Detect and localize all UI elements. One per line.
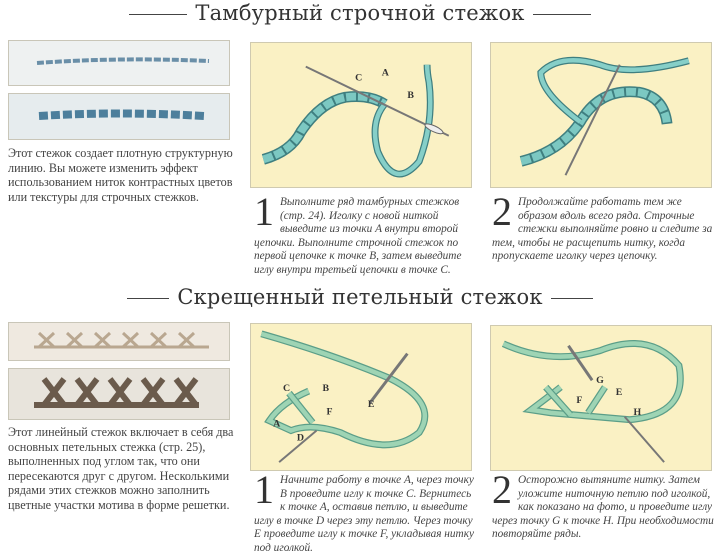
section-description: Этот линейный стежок включает в себя два… [8, 425, 234, 512]
title-rule [127, 298, 170, 299]
point-label: E [616, 387, 623, 398]
title-text: Тамбурный строчной стежок [195, 1, 525, 25]
stitch-sample-photo-light [8, 322, 230, 361]
step-text: Осторожно вытяните нитку. Затем уложите … [492, 474, 714, 541]
point-label: F [326, 407, 332, 418]
point-label: B [407, 90, 414, 101]
step-number: 2 [492, 467, 512, 512]
step-text: Продолжайте работать тем же образом вдол… [492, 196, 713, 263]
point-label: A [382, 68, 390, 79]
section-title-crossed-blanket-stitch: Скрещенный петельный стежок [0, 285, 720, 309]
stitch-sample-photo-thin [8, 40, 230, 86]
step-illustration-4: G E F H [490, 325, 712, 471]
point-label: D [297, 432, 304, 443]
step-number: 2 [492, 189, 512, 234]
title-rule [129, 14, 188, 15]
step-number: 1 [254, 189, 274, 234]
point-label: B [323, 383, 330, 394]
section-title-chain-backstitch: Тамбурный строчной стежок [0, 1, 720, 25]
point-label: G [596, 375, 604, 386]
step-illustration-3: C B A D F E [250, 323, 472, 471]
point-label: A [273, 419, 281, 430]
section-description: Этот стежок создает плотную структурную … [8, 146, 233, 204]
step-text: Выполните ряд тамбурных стежков (стр. 24… [254, 196, 462, 276]
title-rule [532, 14, 591, 15]
title-rule [550, 298, 593, 299]
step-illustration-2 [490, 42, 712, 188]
step-text: Начните работу в точке A, через точку B … [254, 474, 474, 554]
stitch-sample-photo-thick [8, 93, 230, 140]
point-label: C [355, 72, 362, 83]
step-illustration-1: C A B [250, 42, 472, 188]
point-label: F [576, 395, 582, 406]
stitch-sample-photo-dark [8, 368, 230, 420]
title-text: Скрещенный петельный стежок [177, 285, 543, 309]
step-number: 1 [254, 467, 274, 512]
point-label: H [634, 407, 642, 418]
point-label: E [368, 399, 375, 410]
point-label: C [283, 383, 290, 394]
